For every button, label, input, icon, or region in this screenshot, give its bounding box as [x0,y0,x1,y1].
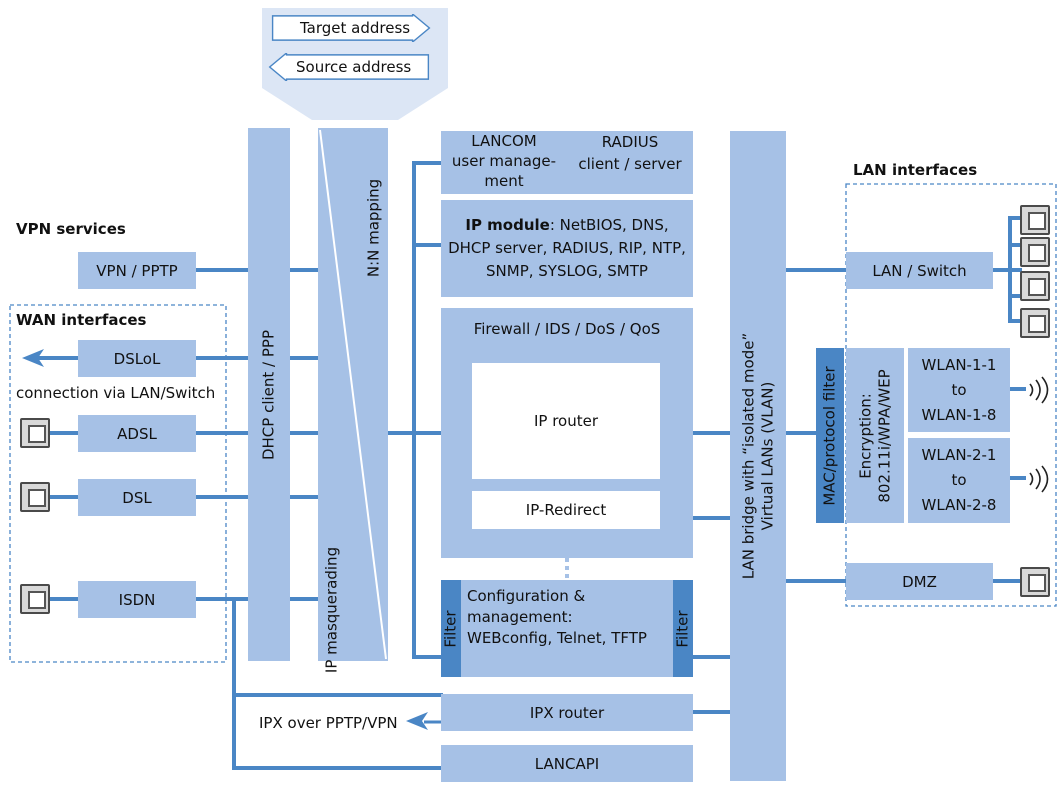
wlan2-line1: WLAN-2-1 [921,446,997,464]
ip-redirect-box: IP-Redirect [472,491,660,529]
dslol-note: connection via LAN/Switch [16,384,216,402]
configuration-box [441,580,693,677]
ethernet-port-icon [1020,205,1050,235]
dhcp-client-label: DHCP client / PPP [259,329,278,460]
ethernet-port-icon [20,418,50,448]
wlan2-line2: to [951,471,967,489]
ip-module-box: IP module: NetBIOS, DNS, DHCP server, RA… [441,200,693,297]
isdn-box: ISDN [78,581,196,618]
dhcp-client-column: DHCP client / PPP [248,128,290,661]
ipx-router-box: IPX router [441,694,693,731]
nn-mapping-label: N:N mapping [364,178,383,278]
lan-bridge-column: LAN bridge with “isolated mode” Virtual … [730,131,786,781]
arrow-left-icon [22,349,44,367]
encryption-line2: 802.11i/WPA/WEP [875,368,893,503]
configuration-text: Configuration & management: WEBconfig, T… [467,586,647,649]
ip-module-line3: SNMP, SYSLOG, SMTP [486,262,648,280]
config-line1: Configuration & [467,587,586,605]
nn-mapping-label-holder: N:N mapping [362,128,386,328]
dslol-box: DSLoL [78,340,196,377]
source-address-arrow [268,53,430,81]
lancom-user-management: LANCOM user manage- ment [441,131,567,191]
nn-mapping-shape [318,128,388,661]
firewall-label: Firewall / IDS / DoS / QoS [473,320,661,338]
adsl-box: ADSL [78,415,196,452]
filter-right: Filter [673,580,693,677]
wan-group-border [9,304,227,663]
wlan2-box: WLAN-2-1 to WLAN-2-8 [908,438,1010,523]
ethernet-port-icon [1020,308,1050,338]
lancom-line2: user manage- [451,152,557,170]
filter-right-label: Filter [673,609,692,648]
ethernet-port-icon [1020,567,1050,597]
lancapi-box: LANCAPI [441,745,693,782]
radius-client-server: RADIUS client / server [567,131,693,175]
encryption-line1: Encryption: [856,392,875,479]
radius-line1: RADIUS [601,133,659,151]
encryption-label: Encryption: 802.11i/WPA/WEP [856,369,894,502]
dsl-box: DSL [78,479,196,516]
lan-interfaces-heading: LAN interfaces [853,161,978,179]
lan-bridge-label: LAN bridge with “isolated mode” Virtual … [739,333,777,579]
lan-bridge-line2: Virtual LANs (VLAN) [758,381,776,531]
target-address-arrow [271,14,431,42]
lancom-line1: LANCOM [471,132,537,150]
ethernet-port-icon [20,584,50,614]
dmz-box: DMZ [846,563,993,600]
lan-switch-box: LAN / Switch [846,252,993,289]
wlan2-line3: WLAN-2-8 [921,496,997,514]
wlan1-line3: WLAN-1-8 [921,405,997,424]
ethernet-port-icon [1020,237,1050,267]
ethernet-port-icon [20,482,50,512]
wireless-signal-icon [1029,465,1049,493]
lan-bridge-line1: LAN bridge with “isolated mode” [739,332,758,580]
arrow-left-icon [406,712,428,730]
filter-left-label: Filter [441,609,460,648]
wlan1-box: WLAN-1-1 to WLAN-1-8 [908,348,1010,432]
user-management-box [441,131,693,194]
target-address-label: Target address [300,19,411,37]
radius-line2: client / server [578,155,682,173]
filter-left: Filter [441,580,461,677]
ip-module-line2: DHCP server, RADIUS, RIP, NTP, [448,239,686,257]
ip-module-title: IP module [465,216,550,234]
config-line3: WEBconfig, Telnet, TFTP [467,629,647,647]
mac-protocol-filter: MAC/protocol filter [816,348,844,523]
ethernet-port-icon [1020,271,1050,301]
ip-module-line1: : NetBIOS, DNS, [549,216,669,234]
encryption-box: Encryption: 802.11i/WPA/WEP [846,348,904,523]
wlan1-line1: WLAN-1-1 [921,355,997,374]
lancom-line3: ment [484,172,524,190]
ip-masquerading-label-holder: IP masquerading [320,530,344,730]
ipx-over-pptp-note: IPX over PPTP/VPN [259,714,398,732]
mac-filter-label: MAC/protocol filter [820,365,839,506]
wan-interfaces-heading: WAN interfaces [16,311,147,329]
wlan1-line2: to [951,380,967,399]
vpn-pptp-box: VPN / PPTP [78,252,196,289]
ip-masquerading-label: IP masquerading [322,546,341,674]
vpn-services-heading: VPN services [16,220,126,238]
wireless-signal-icon [1029,376,1049,404]
config-line2: management: [467,608,573,626]
ip-router-box: IP router [472,363,660,479]
source-address-label: Source address [296,58,412,76]
